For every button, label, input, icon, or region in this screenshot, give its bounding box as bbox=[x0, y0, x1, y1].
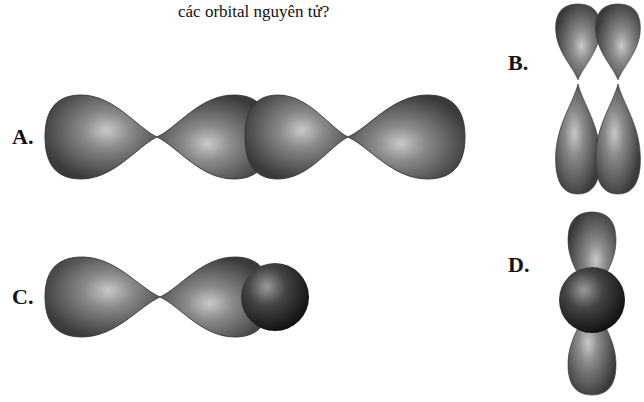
orbital-b bbox=[556, 4, 641, 194]
option-label: D. bbox=[508, 252, 529, 278]
orbital-a bbox=[45, 95, 465, 179]
orbital-d bbox=[559, 212, 625, 395]
option-label: B. bbox=[508, 50, 528, 76]
question-text: các orbital nguyên tử? bbox=[178, 2, 329, 22]
orbital-c bbox=[45, 257, 309, 337]
option-label: C. bbox=[12, 284, 33, 310]
option-label: A. bbox=[12, 124, 33, 150]
